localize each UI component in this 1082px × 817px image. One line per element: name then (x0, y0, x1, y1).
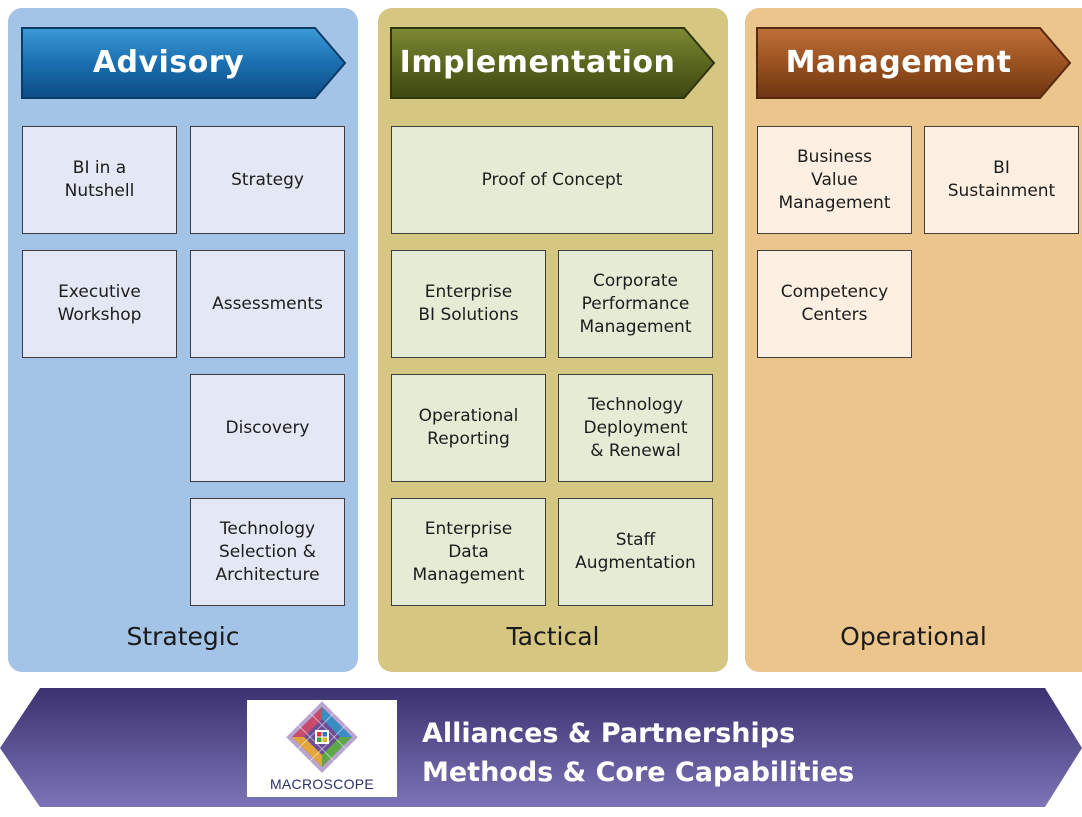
box-bi-in-a-nutshell: BI in a Nutshell (22, 126, 177, 234)
box-technology-deployment: Technology Deployment & Renewal (558, 374, 713, 482)
alliances-text: Alliances & Partnerships (422, 718, 796, 749)
box-strategy: Strategy (190, 126, 345, 234)
macroscope-wordmark: MACROSCOPE (269, 776, 375, 792)
box-competency-centers: Competency Centers (757, 250, 912, 358)
caption-operational: Operational (840, 622, 987, 651)
box-bi-sustainment: BI Sustainment (924, 126, 1079, 234)
box-staff-augmentation: Staff Augmentation (558, 498, 713, 606)
caption-strategic: Strategic (126, 622, 240, 651)
implementation-title: Implementation (399, 45, 676, 80)
management-banner: Management (756, 27, 1072, 99)
box-operational-reporting: Operational Reporting (391, 374, 546, 482)
management-title: Management (785, 45, 1012, 80)
caption-tactical: Tactical (506, 622, 600, 651)
macroscope-logo: MACROSCOPE (247, 700, 397, 797)
implementation-banner: Implementation (390, 27, 716, 99)
box-executive-workshop: Executive Workshop (22, 250, 177, 358)
advisory-banner: Advisory (21, 27, 347, 99)
box-discovery: Discovery (190, 374, 345, 482)
box-enterprise-bi-solutions: Enterprise BI Solutions (391, 250, 546, 358)
box-assessments: Assessments (190, 250, 345, 358)
box-business-value-management: Business Value Management (757, 126, 912, 234)
box-enterprise-data-management: Enterprise Data Management (391, 498, 546, 606)
advisory-title: Advisory (92, 45, 245, 80)
box-corporate-performance: Corporate Performance Management (558, 250, 713, 358)
box-technology-selection: Technology Selection & Architecture (190, 498, 345, 606)
box-proof-of-concept: Proof of Concept (391, 126, 713, 234)
methods-text: Methods & Core Capabilities (422, 757, 855, 788)
